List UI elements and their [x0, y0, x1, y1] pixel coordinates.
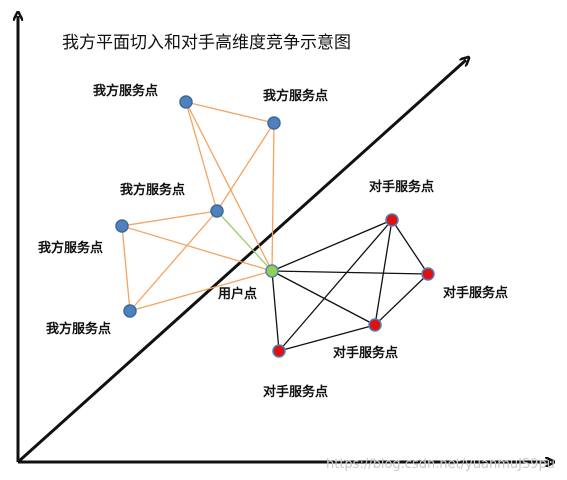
edge-rival-c-rival-d — [278, 324, 376, 352]
our-service-label-b: 我方服务点 — [263, 88, 328, 104]
rival-service-label-d: 对手服务点 — [263, 384, 328, 400]
our-service-node-e — [123, 304, 137, 318]
edge-our-b-user — [271, 122, 275, 272]
edge-user-rival-b — [271, 270, 429, 275]
edge-our-a-our-c — [185, 101, 218, 212]
our-service-node-b — [267, 116, 281, 130]
edge-our-d-user — [121, 225, 273, 272]
our-service-node-a — [179, 95, 193, 109]
our-service-label-d: 我方服务点 — [38, 240, 103, 256]
rival-service-node-b — [421, 267, 435, 281]
user-label: 用户点 — [217, 286, 257, 302]
edge-our-d-our-e — [121, 225, 131, 312]
rival-service-label-c: 对手服务点 — [333, 345, 398, 361]
our-service-node-c — [210, 204, 224, 218]
edge-user-rival-d — [271, 270, 280, 352]
edge-our-c-user — [216, 210, 273, 272]
edge-our-e-user — [129, 270, 273, 312]
diagonal-axis — [16, 60, 466, 464]
edge-our-b-our-c — [216, 122, 275, 212]
edge-rival-a-rival-b — [391, 219, 429, 275]
edge-user-rival-c — [271, 270, 376, 326]
rival-service-node-d — [272, 344, 286, 358]
edge-rival-b-rival-c — [374, 273, 429, 326]
rival-service-node-c — [368, 318, 382, 332]
our-service-label-a: 我方服务点 — [93, 83, 158, 99]
edge-our-a-user — [185, 101, 273, 272]
rival-service-label-b: 对手服务点 — [443, 285, 508, 301]
our-service-label-c: 我方服务点 — [120, 182, 185, 198]
edge-our-c-our-d — [121, 210, 218, 227]
rival-service-nodes — [272, 213, 435, 358]
rival-service-node-a — [385, 213, 399, 227]
watermark-url: https://blog.csdn.net/yuanmuJS9pu — [326, 457, 555, 472]
edge-our-a-our-b — [185, 101, 275, 124]
edge-rival-a-rival-d — [278, 219, 393, 352]
our-service-label-e: 我方服务点 — [46, 321, 111, 337]
our-service-node-d — [115, 219, 129, 233]
rival-network-edges — [271, 219, 429, 352]
our-service-nodes — [115, 95, 281, 318]
edge-user-rival-a — [271, 219, 393, 272]
rival-service-label-a: 对手服务点 — [369, 179, 434, 195]
our-network-edges — [121, 101, 275, 312]
edge-our-c-our-e — [129, 210, 218, 312]
edge-rival-a-rival-c — [374, 219, 393, 326]
diagram-title: 我方平面切入和对手高维度竞争示意图 — [62, 33, 351, 53]
user-node — [265, 264, 279, 278]
